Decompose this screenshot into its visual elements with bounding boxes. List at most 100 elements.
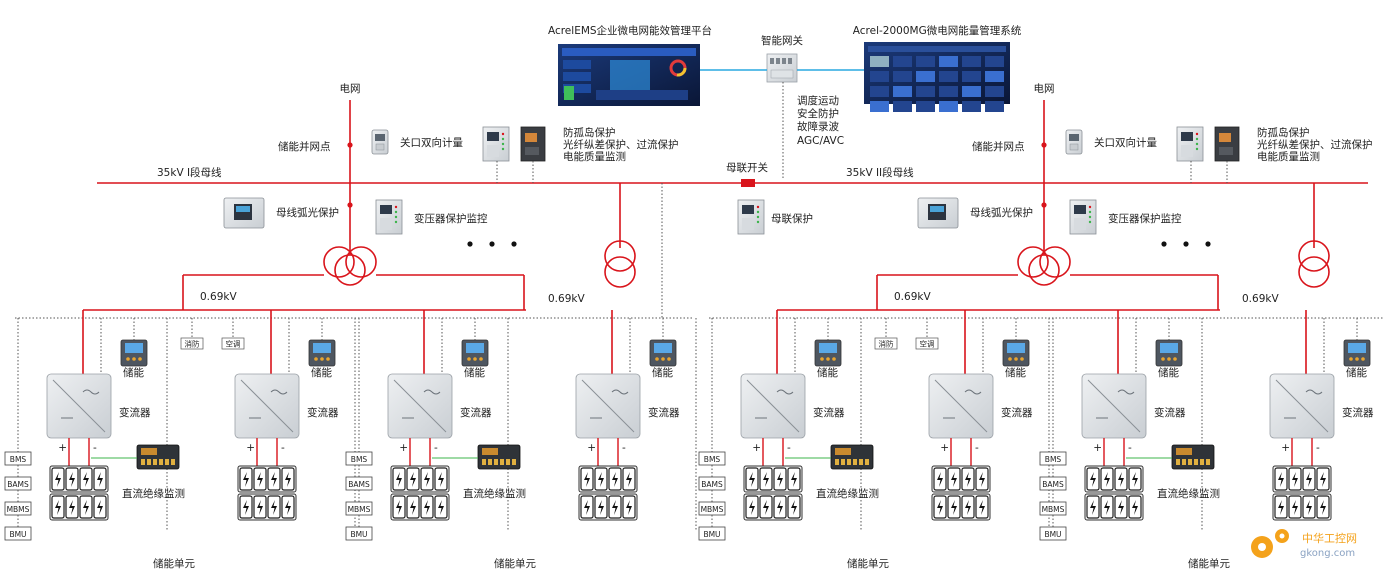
ems-screen-panel [563,84,591,93]
mg-screen-tile [962,56,981,67]
storage-unit-1-battery-b-bolt [243,472,249,487]
storage-unit-1-pcs-b-diag [240,379,294,433]
storage-unit-1-pq-meter-b [308,339,336,367]
storage-unit-2-pq-meter-b-lcd [654,343,672,353]
storage-unit-1-pq-meter-b-key [326,357,330,361]
gateway-func-1: 调度运动 [797,94,839,107]
storage-unit-3-pcs-label-1-a: 储能 [817,366,838,379]
tie-protection-icon-led [756,210,760,214]
left-fire-box: 消防 [180,337,204,350]
storage-unit-2-insulation-label: 直流绝缘监测 [463,487,526,500]
storage-unit-4-battery-b-bolt [1278,500,1284,515]
right-arc-protection-icon-lcd-hi [930,206,944,212]
storage-unit-4-bms-mbms: MBMS [1039,501,1067,516]
storage-unit-2-pcs-label-1-a: 储能 [464,366,485,379]
storage-unit-1-insulation-monitor-lcd [141,448,157,455]
storage-unit-3-insulation-monitor-lcd [835,448,851,455]
storage-unit-4-pcs-a-ac-sign [1117,389,1135,395]
right-meter-label: 关口双向计量 [1094,136,1157,149]
storage-unit-1-pq-meter-a [120,339,148,367]
left-protection-label-2: 电能质量监测 [563,150,626,163]
left-arc-protection-icon-lcd-hi [236,206,250,212]
storage-unit-2-battery-b-bolt [598,472,604,487]
right-ellipsis-dot [1161,241,1167,247]
left-transformer-monitor-icon-led [394,210,398,214]
storage-unit-3-minus-b: - [975,442,979,454]
storage-unit-2-battery-a-bolt [424,472,430,487]
storage-unit-1-bms-label: MBMS [7,505,30,514]
storage-unit-4-battery-b-bolt [1292,472,1298,487]
right-arc-protection-icon [917,197,959,229]
storage-unit-1-pcs-label-2-b: 变流器 [307,406,339,419]
storage-unit-1-battery-a-bolt [55,472,61,487]
mg-screen-tile [962,101,981,112]
storage-unit-2-insulation-monitor [477,444,521,470]
left-lv-label-2: 0.69kV [548,293,585,305]
left-ellipsis-dot [467,241,473,247]
storage-unit-1-pq-meter-a-key [126,357,130,361]
storage-unit-1-pcs-b-ac-sign [270,389,288,395]
storage-unit-3-battery-b-bolt [937,472,943,487]
storage-unit-3-bms-bmu: BMU [698,526,726,541]
mg-screen-tile [893,71,912,82]
storage-unit-2-bms-label: BMU [350,530,367,539]
storage-unit-3-pcs-label-1-b: 储能 [1005,366,1027,379]
storage-unit-4-insulation-monitor-terminal [1206,459,1210,465]
left-spare-transformer-coil-2 [604,256,636,288]
storage-unit-1-battery-a [49,465,109,521]
right-lv-label-2: 0.69kV [1242,293,1279,305]
right-transformer-monitor-icon-lcd [1074,205,1086,214]
ems-screen-footer [596,90,688,100]
storage-unit-1-pcs-b [234,373,300,439]
gateway-port [788,58,792,64]
left-meter-label: 关口双向计量 [400,136,463,149]
mg-screen-tile [893,56,912,67]
mg-screen-tile [893,86,912,97]
left-ellipsis-dot [489,241,495,247]
storage-unit-3-pq-meter-a-key [832,357,836,361]
storage-unit-1-battery-b-bolt [285,472,291,487]
storage-unit-1-pcs-a-diag [52,379,106,433]
storage-unit-1-battery-a-bolt [83,472,89,487]
storage-unit-4-pcs-a-diag [1087,379,1141,433]
left-main-transformer-coil-1 [323,246,355,278]
left-grid-label: 电网 [340,82,361,95]
mg-system-title: Acrel-2000MG微电网能量管理系统 [853,24,1022,37]
left-protection-relay-icon-led [501,142,505,146]
left-pq-relay-icon [520,126,546,162]
storage-unit-3-battery-b-bolt [965,472,971,487]
storage-unit-2-battery-b [578,465,638,521]
storage-unit-3-bms-label: MBMS [701,505,724,514]
storage-unit-2-bms-bams: BAMS [345,476,373,491]
storage-unit-2-battery-a-bolt [410,500,416,515]
storage-unit-4-bms-label: MBMS [1042,505,1065,514]
storage-unit-4-pcs-b [1269,373,1335,439]
storage-unit-4-insulation-monitor-terminal [1188,459,1192,465]
storage-unit-1-bms-label: BAMS [7,480,29,489]
storage-unit-4-battery-a-bolt [1118,472,1124,487]
left-protection-relay-icon [482,126,510,162]
storage-unit-3-pcs-a-ac-sign [776,389,794,395]
storage-unit-1-pcs-a [46,373,112,439]
storage-unit-3-battery-b-bolt [979,472,985,487]
gateway-port [776,58,780,64]
right-transformer-monitor-label: 变压器保护监控 [1108,212,1182,225]
mg-screen-header [868,46,1006,52]
storage-unit-3-battery-b-bolt [979,500,985,515]
storage-unit-1-bms-label: BMS [10,455,27,464]
storage-unit-1-pcs-label-2-a: 变流器 [119,406,151,419]
right-grid-point-dot [1041,142,1047,148]
left-fire-box-label: 消防 [185,339,200,349]
storage-unit-1-insulation-monitor-terminal [165,459,169,465]
left-pq-relay-icon-keys [525,147,539,155]
storage-unit-3-pq-meter-b [1002,339,1030,367]
ems-screen-battery [564,86,574,100]
storage-unit-4-pcs-b-diag [1275,379,1329,433]
left-transformer-monitor-icon-led [394,220,398,224]
storage-unit-1-bms-mbms: MBMS [4,501,32,516]
storage-unit-4-plus-b: + [1281,442,1290,454]
left-fire-box-box [180,337,204,350]
storage-unit-2-battery-a-bolt [396,472,402,487]
storage-unit-3-insulation-monitor-terminal [865,459,869,465]
storage-unit-1-battery-a-bolt [83,500,89,515]
